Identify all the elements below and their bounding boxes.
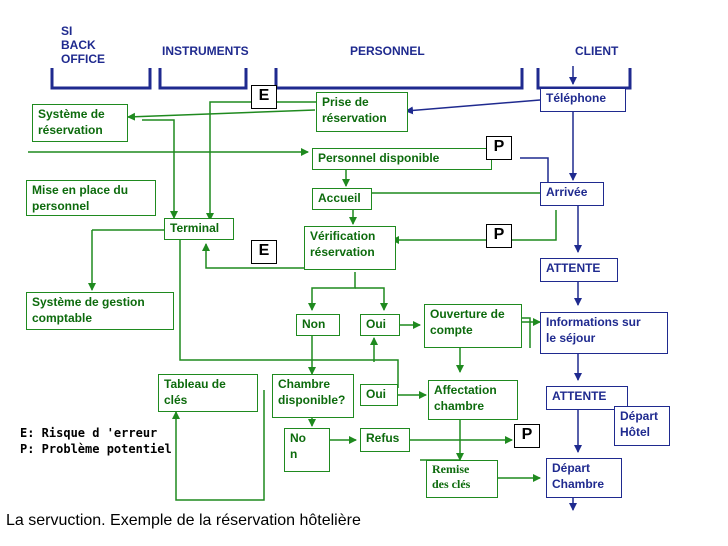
node-arrivee: Arrivée [540,182,604,206]
node-systeme-reservation: Système de réservation [32,104,128,142]
node-depart-chambre: Départ Chambre [546,458,622,498]
node-remise-cles: Remise des clés [426,460,498,498]
node-oui-1: Oui [360,314,400,336]
node-non-2: No n [284,428,330,472]
legend-p: P: Problème potentiel [20,442,172,456]
node-telephone: Téléphone [540,88,626,112]
marker-risque-erreur: E [251,85,277,109]
node-ouverture-compte: Ouverture de compte [424,304,522,348]
node-tableau-cles: Tableau de clés [158,374,258,412]
node-prise-reservation: Prise de réservation [316,92,408,132]
node-mise-en-place: Mise en place du personnel [26,180,156,216]
marker-probleme-potentiel: P [486,224,512,248]
marker-probleme-potentiel: P [486,136,512,160]
node-refus: Refus [360,428,410,452]
header-client: CLIENT [575,44,619,58]
node-attente-1: ATTENTE [540,258,618,282]
node-informations-sejour: Informations sur le séjour [540,312,668,354]
header-instruments: INSTRUMENTS [162,44,249,58]
node-systeme-gestion: Système de gestion comptable [26,292,174,330]
node-oui-2: Oui [360,384,398,406]
header-si-back-office: SI BACK OFFICE [61,24,105,66]
process-arrows [28,101,557,501]
node-non-1: Non [296,314,340,336]
node-affectation: Affectation chambre [428,380,518,420]
node-accueil: Accueil [312,188,372,210]
node-verification: Vérification réservation [304,226,396,270]
legend-e: E: Risque d 'erreur [20,426,158,440]
node-depart-hotel: Départ Hôtel [614,406,670,446]
header-personnel: PERSONNEL [350,44,425,58]
node-terminal: Terminal [164,218,234,240]
node-chambre-disponible: Chambre disponible? [272,374,354,418]
caption: La servuction. Exemple de la réservation… [6,512,361,529]
node-personnel-disponible: Personnel disponible [312,148,492,170]
header-bars [50,68,632,90]
marker-probleme-potentiel: P [514,424,540,448]
marker-risque-erreur: E [251,240,277,264]
